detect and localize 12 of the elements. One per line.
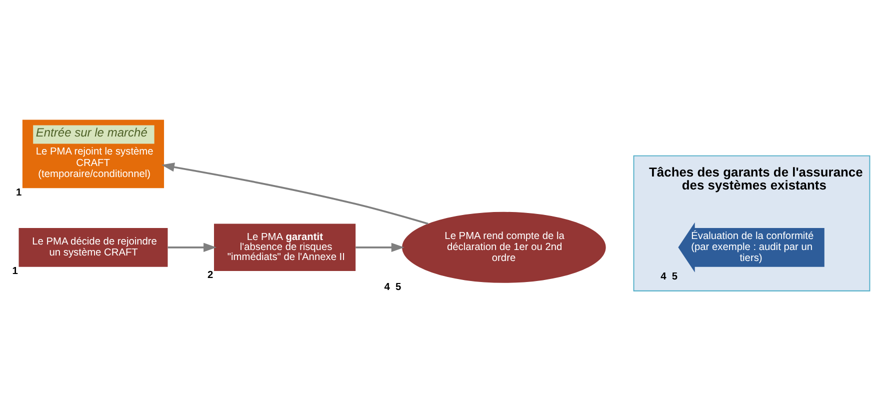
node-label: 1 [12, 266, 18, 277]
node-label: 4 5 [384, 281, 402, 292]
node-label: 4 5 [660, 271, 678, 282]
node-ellipse: Le PMA rend compte de la déclaration de 1er ou 2nd ordre [402, 211, 606, 282]
node-label: 2 [208, 270, 214, 281]
node-box: Le PMA décide de rejoindre un système CRAFT [18, 227, 168, 266]
arrow [161, 162, 428, 224]
node-box: Le PMA garantit l'absence de risques "immédiats" de l'Annexe II [214, 223, 356, 270]
node-label: 1 [16, 186, 22, 198]
node-box: Entrée sur le marché Le PMA rejoint le système CRAFT (temporaire/conditionnel) [22, 119, 164, 188]
arrow [356, 242, 404, 252]
arrow [168, 242, 217, 252]
